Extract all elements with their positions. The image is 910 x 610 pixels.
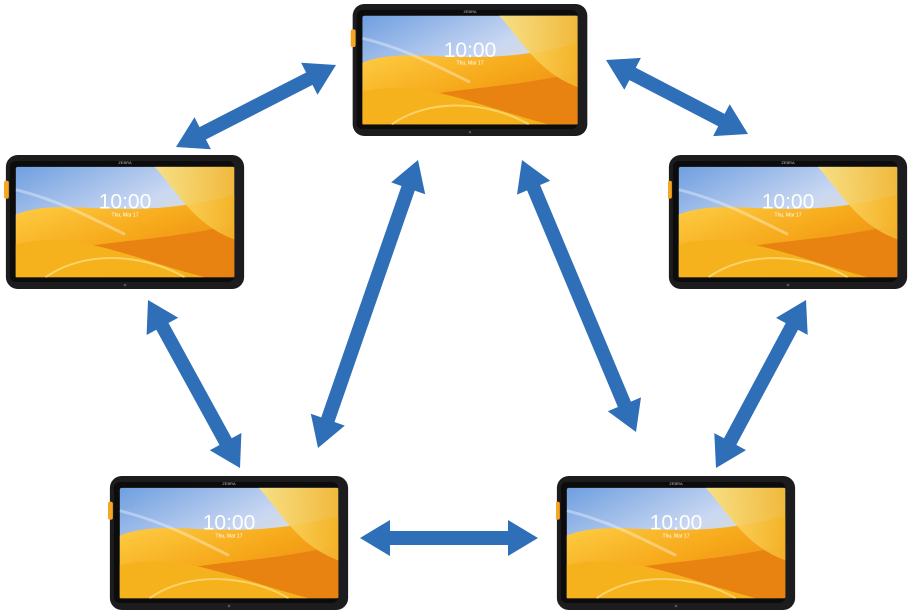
arrow-left-bottom-left [146, 300, 242, 468]
arrow-top-right [606, 57, 748, 137]
tablet-clock: 10:00 [762, 191, 815, 214]
tablet-device-icon [108, 476, 350, 610]
tablet-date: Thu, Mar 17 [775, 213, 802, 219]
arrows-layer [146, 57, 808, 556]
arrow-bottom-left-bottom-right [360, 520, 538, 556]
arrow-top-bottom-left [310, 160, 426, 448]
tablet-device-icon [556, 476, 796, 610]
arrow-right-bottom-right [714, 300, 808, 468]
arrow-top-left [176, 62, 336, 150]
tablet-device-icon [4, 155, 246, 289]
tablet-clock: 10:00 [444, 39, 497, 62]
tablet-device-icon [350, 4, 589, 136]
tablet-clock: 10:00 [203, 512, 256, 535]
tablet-date: Thu, Mar 17 [663, 534, 690, 540]
tablet-clock: 10:00 [650, 512, 703, 535]
tablet-device-icon [668, 155, 908, 289]
arrow-top-bottom-right [517, 160, 641, 432]
tablet-date: Thu, Mar 17 [216, 534, 243, 540]
tablet-date: Thu, Mar 17 [457, 61, 484, 67]
tablet-clock: 10:00 [99, 191, 152, 214]
tablet-date: Thu, Mar 17 [112, 213, 139, 219]
